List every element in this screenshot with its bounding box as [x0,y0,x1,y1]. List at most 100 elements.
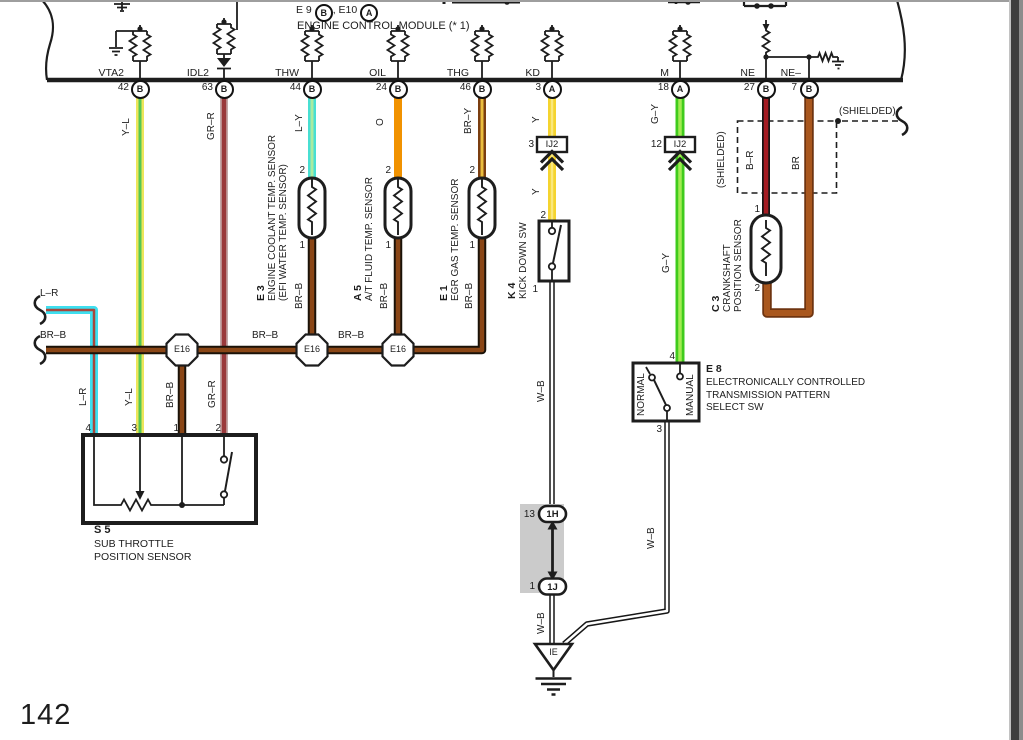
e1-pin-2: 2 [469,165,475,176]
c3-name: CRANKSHAFT POSITION SENSOR [722,219,744,312]
ecm-id-e9: E 9 [296,4,312,16]
c3-id: C 3 [710,295,722,312]
ecm-connector-ids: E 9 B, E10 A [296,4,379,22]
ij2-left-num: 3 [528,139,534,150]
s5-pin-1: 1 [173,423,179,434]
e8-switch-symbol [631,361,701,423]
window-top-border [0,0,1023,2]
ij2-left-label: IJ2 [545,139,559,150]
k4-wire-wb: W–B [536,380,547,402]
pin-label-vta2: VTA2 [98,67,124,79]
s5-wire-l-r: L–R [78,387,89,406]
pin-conn-idl2: B [214,79,234,99]
pin-conn-vta2: B [130,79,150,99]
a5-name: A/T FLUID TEMP. SENSOR [364,177,375,301]
e8-wire-wb: W–B [646,527,657,549]
pin-num-24: 24 [375,82,387,93]
window-right-border[interactable] [1009,0,1023,740]
shielded-label-vertical: (SHIELDED) [716,131,727,188]
ne-resistor-network [761,20,844,80]
ij2-junctions [535,135,697,172]
ij2-right-num: 12 [650,139,662,150]
brb-bus-label-2: BR–B [252,330,279,341]
pin-conn-oil: B [388,79,408,99]
pullup-thw [300,25,324,80]
pin-conn-ne: B [756,79,776,99]
e8-name: ELECTRONICALLY CONTROLLED TRANSMISSION P… [706,377,866,413]
k4-pin-1: 1 [532,284,538,295]
c3-pin-1: 1 [754,204,760,215]
pin-label-m: M [660,67,669,79]
pin-label-idl2: IDL2 [186,67,209,79]
pin-num-7: 7 [791,82,797,93]
e3-sensor-symbol [297,176,327,240]
ground-wire-wb: W–B [536,612,547,634]
pin-label-oil: OIL [369,67,386,79]
pin-conn-thw: B [302,79,322,99]
k4-name: KICK DOWN SW [518,222,529,299]
a5-id: A 5 [352,285,364,301]
pin-num-46: 46 [459,82,471,93]
k4-switch-symbol [537,219,571,283]
connector-circle-a: A [360,4,379,22]
a5-pin-2: 2 [385,165,391,176]
connector-circle-b: B [314,4,333,22]
pullup-oil [386,25,410,80]
brb-bus-label-3: BR–B [338,330,365,341]
pullup-idl2-diode [212,18,236,80]
pin-num-18: 18 [657,82,669,93]
c3-sensor-symbol [749,213,783,285]
shielded-label-horizontal: (SHIELDED) [839,106,896,117]
wire-l-r [46,306,98,435]
ij2-right-label: IJ2 [673,139,687,150]
wire-label-g-y-mid: G–Y [661,252,672,273]
a5-sensor-symbol [383,176,413,240]
e1-sensor-symbol [467,176,497,240]
e3-pin-1: 1 [299,240,305,251]
s5-pin-2: 2 [215,423,221,434]
pullup-m [668,25,692,80]
wire-label-y-l: Y–L [121,118,132,136]
pullup-vta2 [109,25,152,80]
pin-num-44: 44 [289,82,301,93]
e3-id: E 3 [255,285,267,301]
e8-pin-4: 4 [669,351,675,362]
brb-bus-label-1: BR–B [40,330,67,341]
ie-ground-symbol [532,642,575,696]
s5-wire-br-b: BR–B [165,381,176,408]
wire-label-o: O [375,118,386,126]
wire-label-br: BR [791,156,802,170]
ie-ground-label: IE [549,647,558,657]
wire-label-l-y: L–Y [294,114,305,132]
pin-conn-kd: A [542,79,562,99]
pullup-thg [470,25,494,80]
e8-normal-label: NORMAL [636,373,647,416]
pin-conn-m: A [670,79,690,99]
wire-label-gr-r: GR–R [206,112,217,140]
shield-box [736,105,909,194]
ecm-internal-circuits [109,18,844,80]
wire-label-y-mid: Y [531,188,542,195]
temp-sensors [297,176,497,240]
1h-label: 1H [546,509,559,520]
e16-junction-1: E16 [173,344,190,354]
e1-name: EGR GAS TEMP. SENSOR [450,178,461,301]
k4-pin-2: 2 [540,210,546,221]
a5-wire-brb: BR–B [379,282,390,309]
e1-id: E 1 [438,285,450,301]
1j-label: 1J [547,581,558,593]
s5-id: S 5 [94,524,111,536]
s5-wire-gr-r: GR–R [207,380,218,408]
e1-wire-brb: BR–B [464,282,475,309]
pin-label-thw: THW [275,67,299,79]
pin-label-ne-minus: NE– [780,67,801,79]
1h-num: 13 [523,509,535,520]
ecm-id-e10: , E10 [332,4,358,16]
e1-pin-1: 1 [469,240,475,251]
ecm-title: ENGINE CONTROL MODULE (* 1) [297,20,470,32]
e3-name: ENGINE COOLANT TEMP. SENSOR (EFI WATER T… [267,134,289,301]
pin-num-42: 42 [117,82,129,93]
wire-label-g-y: G–Y [650,103,661,124]
ecm-outline [41,0,906,83]
